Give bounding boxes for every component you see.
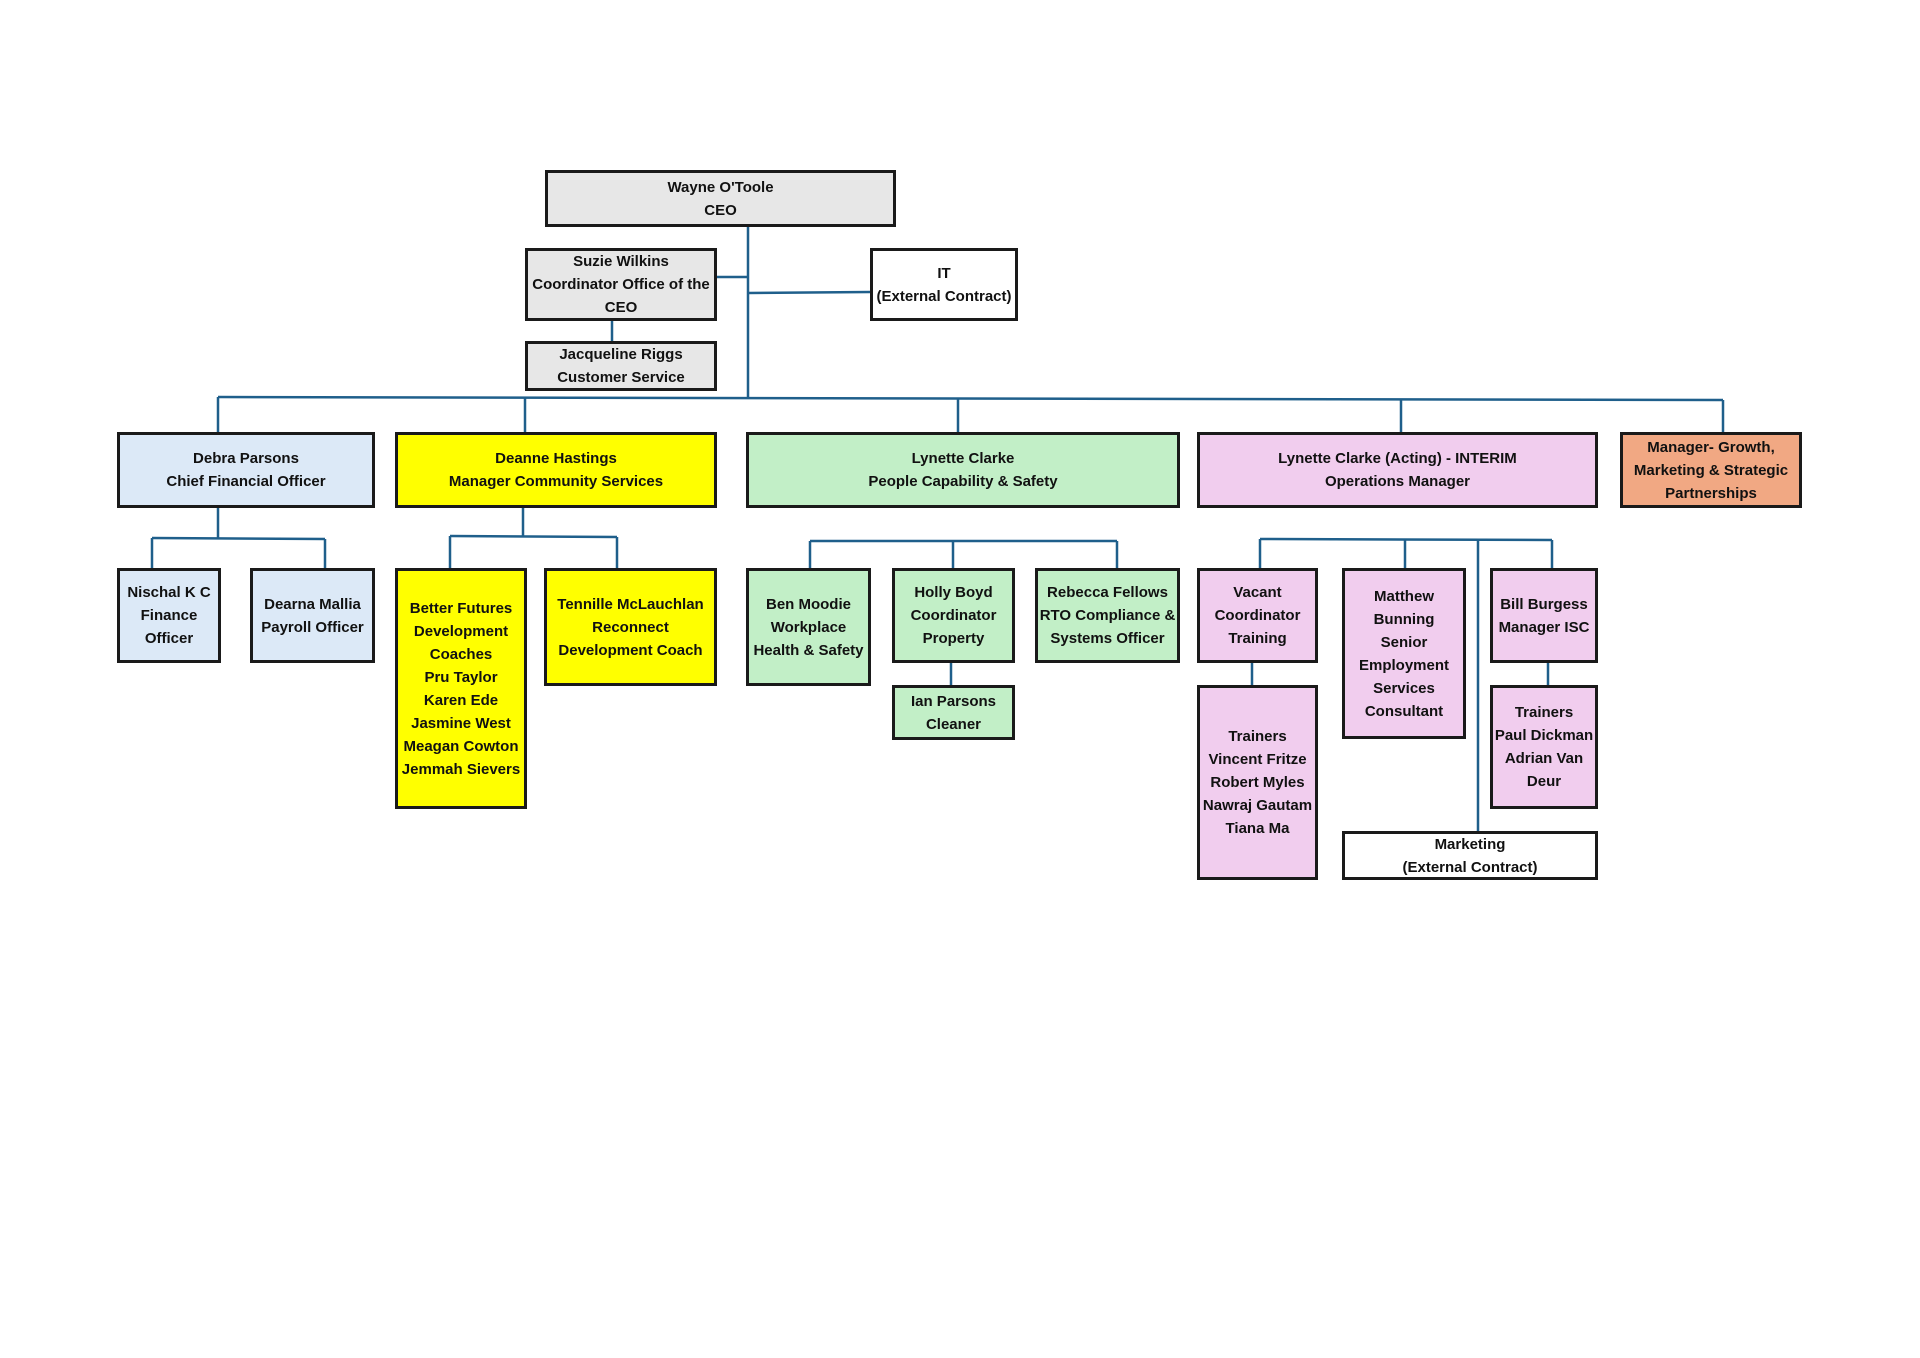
box-text-line: (External Contract) xyxy=(1402,858,1538,876)
box-text-line: Senior xyxy=(1380,633,1428,651)
box-text-line: Vincent Fritze xyxy=(1208,751,1307,768)
box-text-line: Manager ISC xyxy=(1498,618,1590,636)
box-text-line: CEO xyxy=(604,299,638,316)
box-text-line: Tennille McLauchlan xyxy=(557,595,704,613)
box-text-line: Rebecca Fellows xyxy=(1047,584,1168,601)
box-text-line: Marketing & Strategic xyxy=(1633,461,1789,479)
box-text-line: Officer xyxy=(144,630,194,647)
box-text-line: Deanne Hastings xyxy=(495,450,617,467)
box-text-line: Services xyxy=(1373,679,1435,697)
box-text-line: Chief Financial Officer xyxy=(166,473,326,490)
box-text-line: Development xyxy=(413,622,509,640)
box-text-line: Operations Manager xyxy=(1324,473,1471,490)
box-text-line: Nawraj Gautam xyxy=(1202,797,1313,814)
box-text-line: Coordinator xyxy=(910,607,997,624)
box-text-line: Manager Community Services xyxy=(448,473,664,490)
box-text-line: Coordinator xyxy=(1214,607,1301,624)
operations-manager-box: Lynette Clarke (Acting) - INTERIM Operati… xyxy=(1197,432,1598,508)
box-text-line: RTO Compliance & xyxy=(1039,607,1176,624)
box-text-line: Ben Moodie xyxy=(765,595,851,613)
box-text-line: Robert Myles xyxy=(1210,774,1305,791)
it-external-contract-box: IT (External Contract) xyxy=(870,248,1018,321)
box-text-line: Training xyxy=(1228,630,1287,647)
box-text-line: Adrian Van xyxy=(1504,750,1584,767)
box-text-line: Meagan Cowton xyxy=(403,737,519,755)
box-text-line: Marketing xyxy=(1434,835,1506,853)
connector xyxy=(449,534,618,539)
box-text-line: Development Coach xyxy=(558,641,703,659)
box-text-line: Holly Boyd xyxy=(914,584,993,601)
box-text-line: Partnerships xyxy=(1665,484,1757,502)
box-text-line: Cleaner xyxy=(925,715,981,733)
connector xyxy=(151,536,326,541)
box-text-line: Paul Dickman xyxy=(1494,727,1594,744)
box-text-line: Consultant xyxy=(1364,702,1444,720)
box-text-line: IT xyxy=(937,264,951,282)
box-text-line: (External Contract) xyxy=(876,287,1012,305)
box-text-line: Nischal K C xyxy=(127,584,211,601)
box-text-line: Finance xyxy=(140,607,198,624)
box-text-line: Jemmah Sievers xyxy=(401,760,521,778)
box-text-line: Bill Burgess xyxy=(1500,595,1588,613)
marketing-external-contract-box: Marketing (External Contract) xyxy=(1342,831,1598,880)
box-text-line: Trainers xyxy=(1228,728,1287,745)
box-text-line: Dearna Mallia xyxy=(264,595,361,613)
box-text-line: People Capability & Safety xyxy=(868,473,1058,490)
box-text-line: Jacqueline Riggs xyxy=(559,346,683,363)
box-text-line: Jasmine West xyxy=(411,714,511,732)
box-text-line: Suzie Wilkins xyxy=(573,253,669,270)
box-text-line: Trainers xyxy=(1514,704,1574,721)
box-text-line: Ian Parsons xyxy=(910,692,997,710)
box-text-line: Workplace xyxy=(770,618,847,636)
box-text-line: Payroll Officer xyxy=(261,618,364,636)
box-text-line: Health & Safety xyxy=(753,641,864,659)
box-text-line: Lynette Clarke xyxy=(911,450,1015,467)
box-text-line: Coordinator Office of the xyxy=(532,276,710,293)
box-text-line: Deur xyxy=(1526,773,1562,790)
box-text-line: CEO xyxy=(704,201,737,219)
box-text-line: Karen Ede xyxy=(423,691,499,709)
box-text-line: Reconnect xyxy=(592,618,669,636)
box-text-line: Vacant xyxy=(1233,584,1282,601)
connector xyxy=(217,395,1724,402)
box-text-line: Debra Parsons xyxy=(193,450,299,467)
box-text-line: Wayne O'Toole xyxy=(667,178,774,196)
box-text-line: Customer Service xyxy=(557,369,685,386)
box-text-line: Matthew xyxy=(1373,587,1434,605)
box-text-line: Tiana Ma xyxy=(1225,820,1290,837)
connector xyxy=(747,290,871,295)
box-text-line: Manager- Growth, xyxy=(1647,438,1775,456)
box-text-line: Property xyxy=(922,630,985,647)
box-text-line: Coaches xyxy=(429,645,493,663)
box-text-line: Better Futures xyxy=(409,599,513,617)
box-text-line: Lynette Clarke (Acting) - INTERIM xyxy=(1278,450,1517,467)
box-text-line: Pru Taylor xyxy=(424,668,498,686)
box-text-line: Bunning xyxy=(1373,610,1435,628)
box-text-line: Systems Officer xyxy=(1050,630,1165,647)
box-text-line: Employment xyxy=(1358,656,1449,674)
